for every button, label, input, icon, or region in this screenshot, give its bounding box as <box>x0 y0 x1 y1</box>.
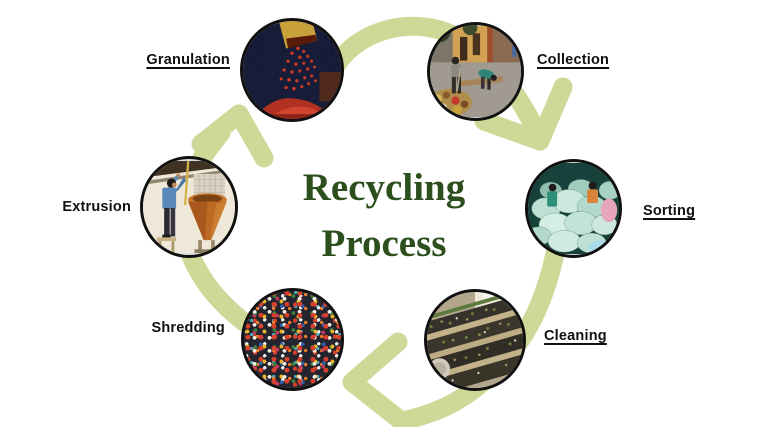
granulation-illustration <box>243 21 341 119</box>
label-collection: Collection <box>537 52 610 68</box>
granulation-photo <box>240 18 344 122</box>
label-extrusion: Extrusion <box>62 199 131 215</box>
label-cleaning: Cleaning <box>544 328 607 344</box>
sorting-photo <box>525 159 622 258</box>
cleaning-photo <box>424 289 526 391</box>
shredded-plastic-texture <box>244 291 341 388</box>
diagram-title: Recycling Process <box>258 160 510 272</box>
collection-illustration <box>430 25 521 117</box>
extrusion-photo <box>140 156 238 258</box>
arrow-head-to-sorting-icon <box>474 77 573 151</box>
extrusion-illustration <box>143 160 235 253</box>
collection-photo <box>427 22 524 121</box>
label-granulation: Granulation <box>146 52 230 68</box>
arrow-head-to-granulation-icon <box>191 104 274 168</box>
shredding-photo <box>241 288 344 391</box>
sorting-illustration <box>528 163 619 255</box>
title-line-1: Recycling <box>302 166 466 209</box>
label-shredding: Shredding <box>151 320 225 336</box>
label-sorting: Sorting <box>643 203 696 219</box>
title-line-2: Process <box>321 222 447 265</box>
arrow-head-to-shredding-icon <box>342 332 410 427</box>
cleaning-illustration <box>427 292 523 388</box>
